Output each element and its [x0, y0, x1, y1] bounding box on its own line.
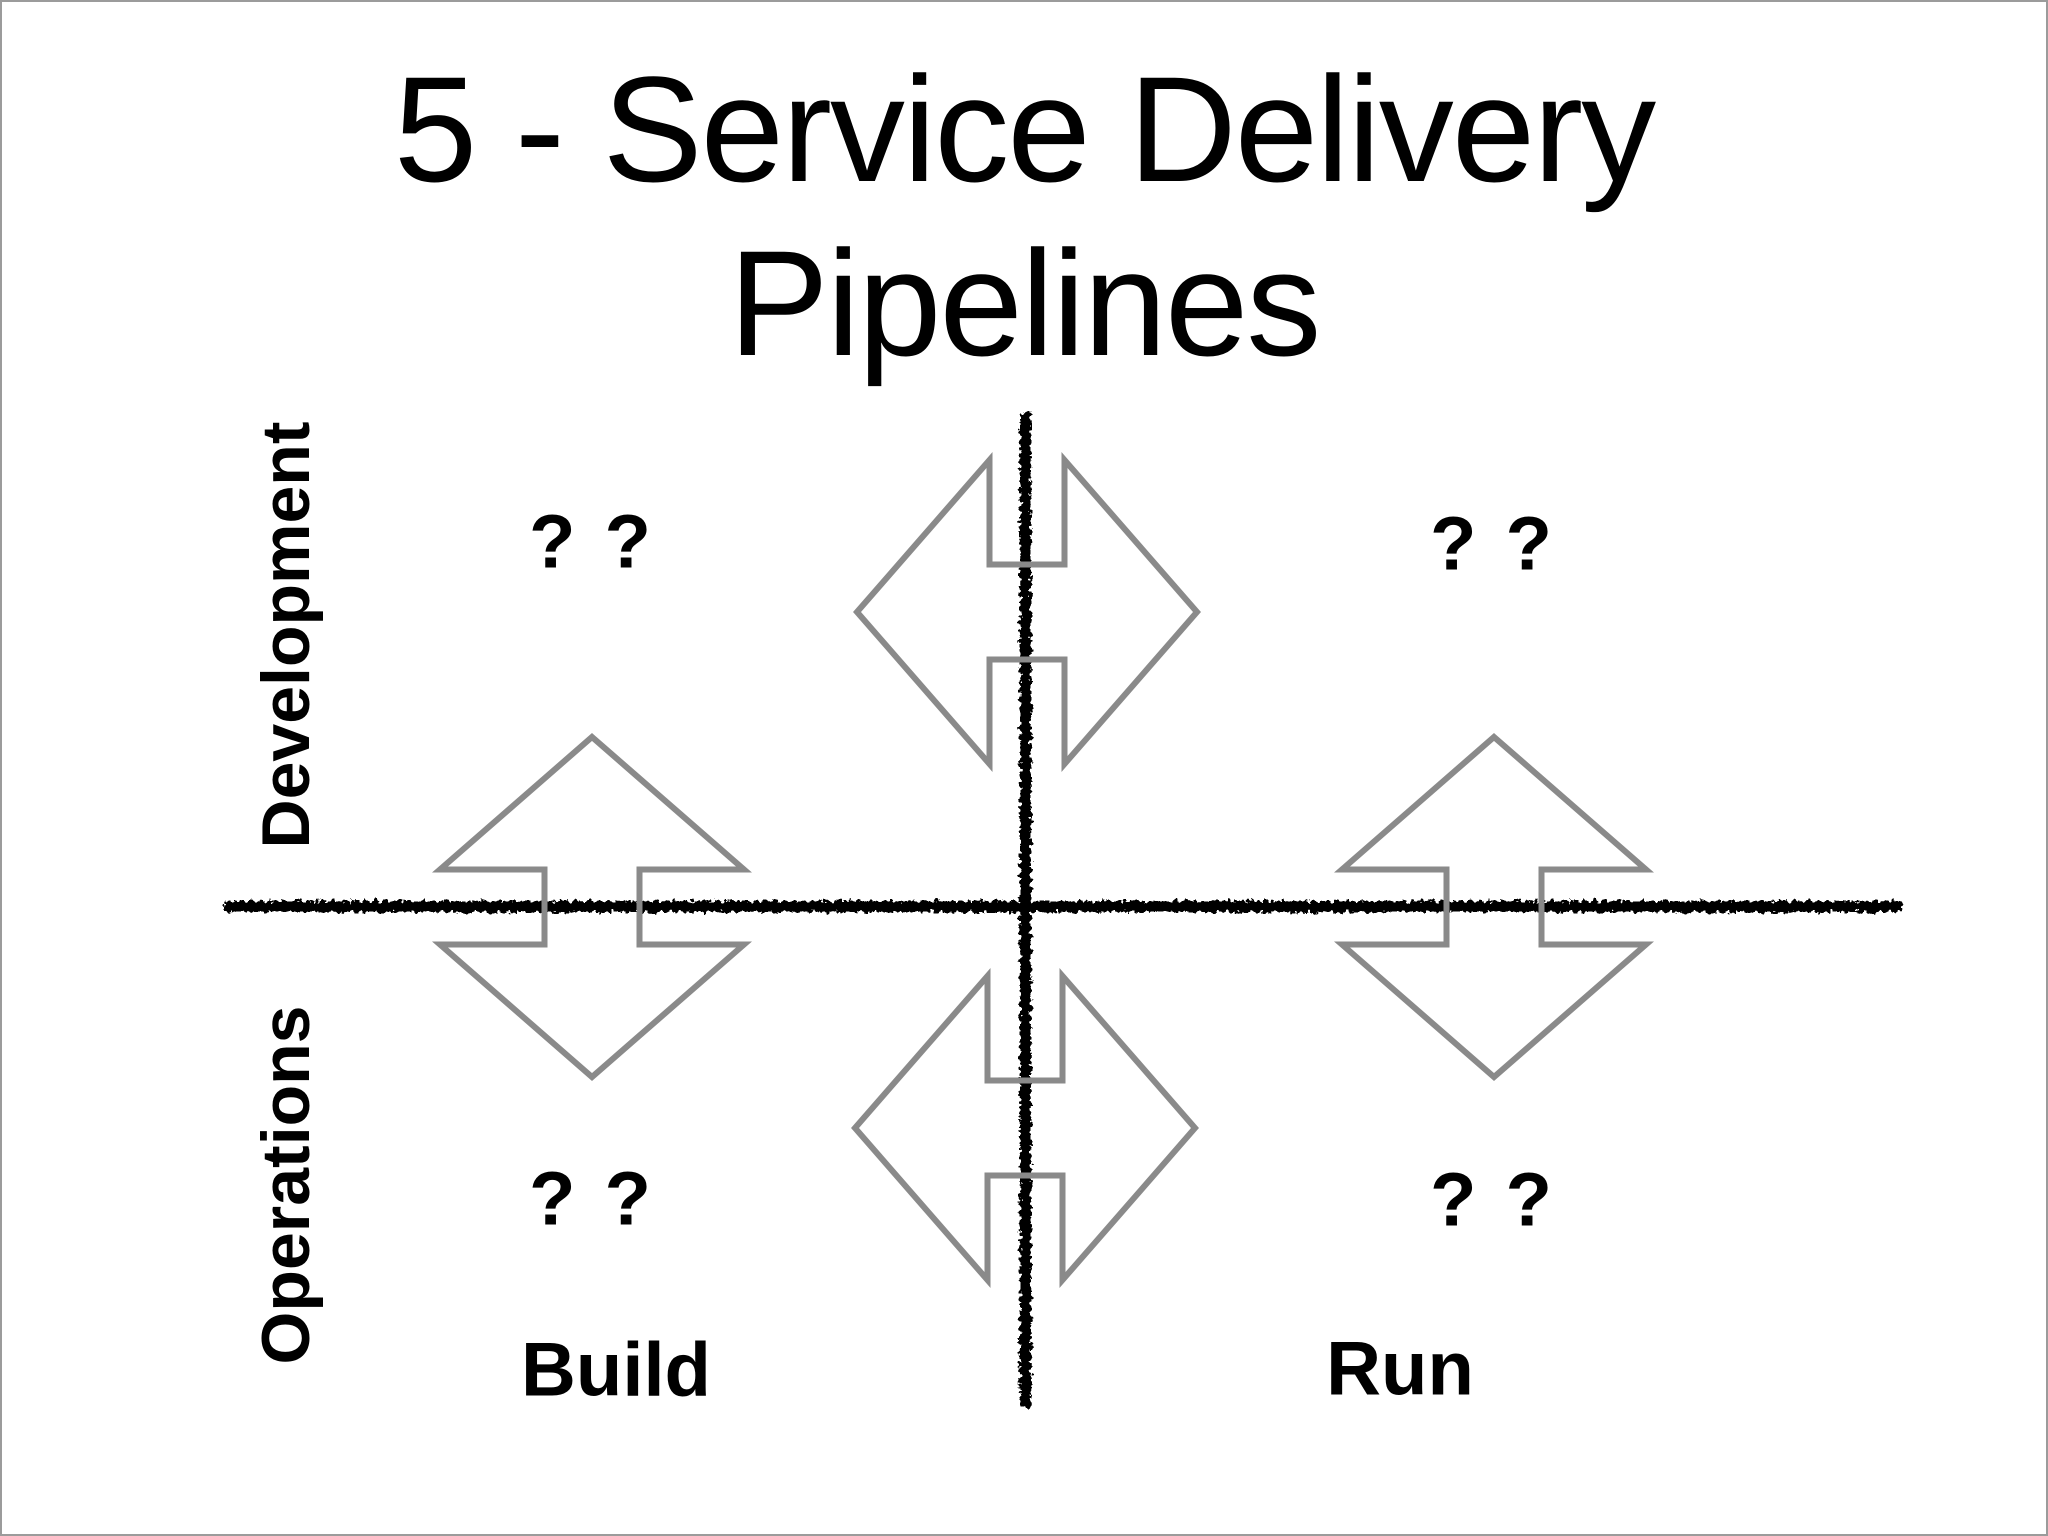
x-axis-label-build: Build: [521, 1327, 711, 1413]
y-axis-label-operations: Operations: [248, 1005, 324, 1365]
x-axis-label-run: Run: [1326, 1326, 1474, 1412]
quadrant-placeholder-bottom-left: ? ?: [529, 1156, 655, 1242]
quadrant-placeholder-top-left: ? ?: [529, 499, 655, 585]
y-axis-label-development: Development: [248, 421, 324, 849]
slide-title-line1: 5 - Service Delivery: [393, 45, 1656, 213]
horizontal-axis-line: [225, 901, 1902, 912]
quadrant-placeholder-bottom-right: ? ?: [1430, 1157, 1556, 1243]
up-down-arrow-right: [1333, 733, 1655, 1081]
up-down-arrow-left: [431, 733, 753, 1081]
vertical-axis-line: [1020, 412, 1031, 1407]
quadrant-placeholder-top-right: ? ?: [1430, 501, 1556, 587]
left-right-arrow-bottom: [851, 967, 1199, 1289]
slide-title-line2: Pipelines: [728, 219, 1322, 387]
left-right-arrow-top: [853, 451, 1201, 773]
slide-title: 5 - Service Delivery Pipelines: [2, 42, 2046, 390]
